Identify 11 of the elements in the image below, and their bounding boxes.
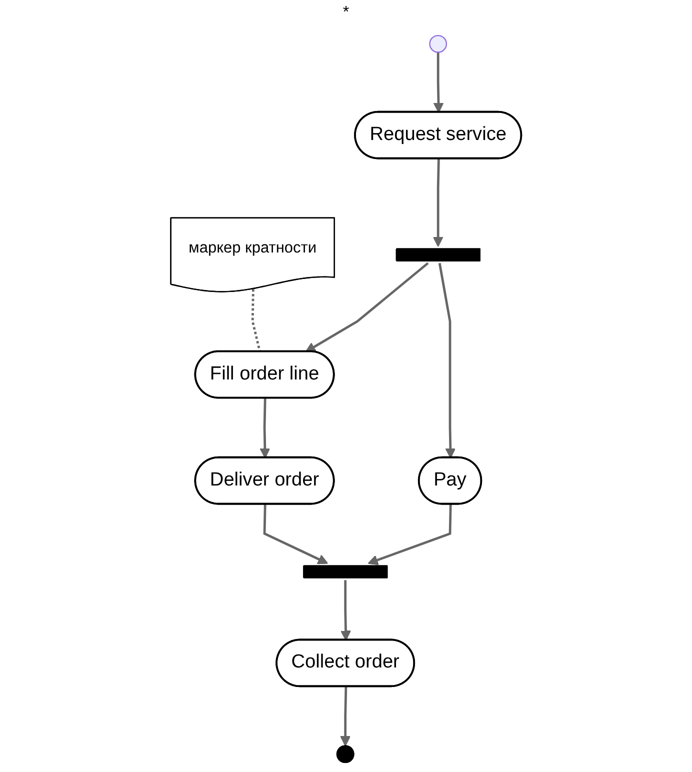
arrow bbox=[260, 398, 270, 458]
arrow bbox=[433, 52, 444, 113]
arrow bbox=[368, 504, 452, 566]
arrow bbox=[263, 504, 328, 564]
arrow bbox=[432, 158, 444, 247]
arrow bbox=[340, 686, 351, 746]
node-circle bbox=[429, 34, 448, 53]
arrow bbox=[438, 262, 456, 458]
multiplicity-marker: * bbox=[342, 4, 350, 21]
arrow bbox=[340, 580, 351, 641]
arrow bbox=[305, 262, 429, 352]
